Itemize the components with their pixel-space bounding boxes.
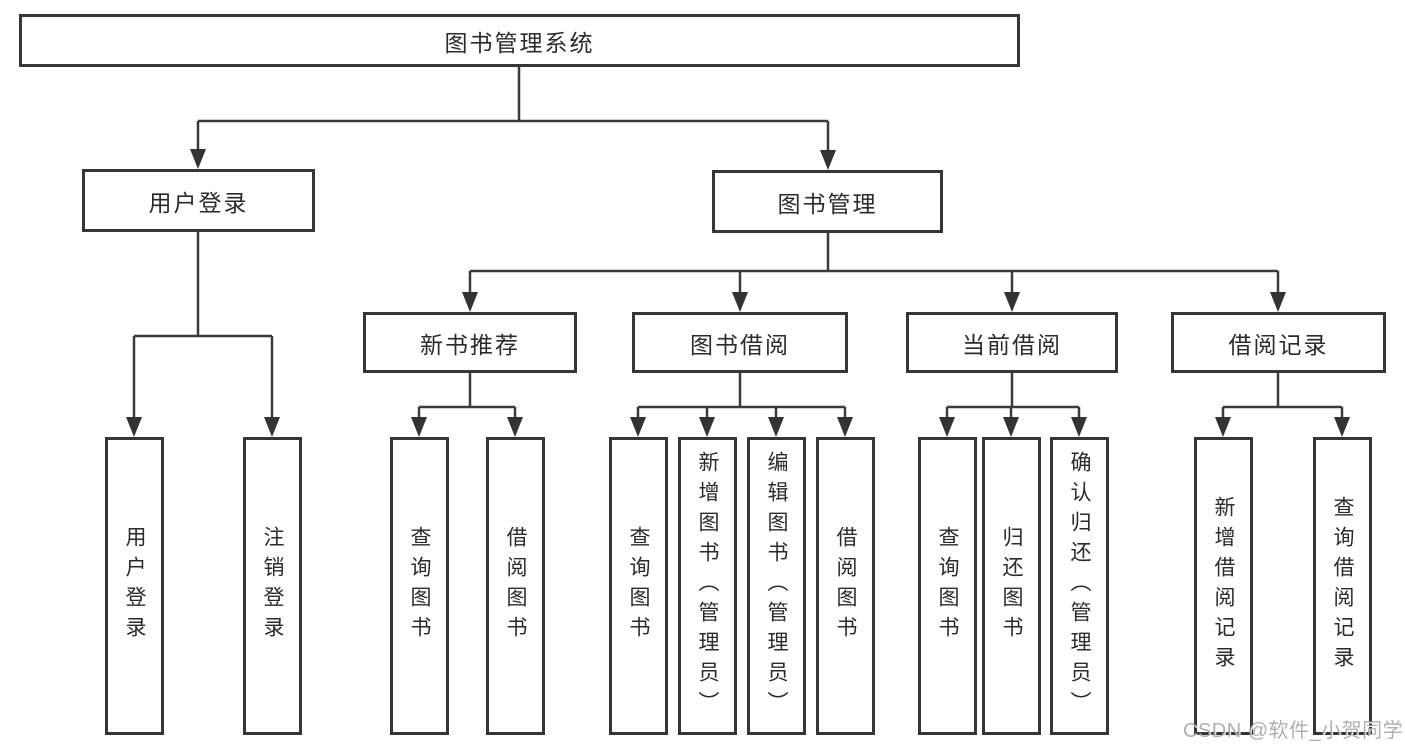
node-user-login: 用户登录 [82,169,315,232]
leaf-label: 借阅图书 [504,526,527,646]
node-new-book-recommendation: 新书推荐 [363,312,577,373]
leaf-query-borrow-record: 查询借阅记录 [1313,437,1372,735]
node-borrowing-records: 借阅记录 [1171,312,1386,373]
leaf-borrow-books: 借阅图书 [816,437,875,735]
leaf-label: 确认归还（管理员） [1068,451,1091,721]
leaf-add-books-admin: 新增图书（管理员） [678,437,737,735]
node-book-borrowing: 图书借阅 [632,312,848,373]
leaf-label: 归还图书 [1000,526,1023,646]
leaf-edit-books-admin: 编辑图书（管理员） [747,437,806,735]
connector-borrowing-records-to-leaves [1221,373,1344,421]
connector-book-management-to-level3 [468,233,1280,295]
leaf-label: 新增图书（管理员） [696,451,719,721]
node-label: 新书推荐 [420,331,520,358]
leaf-query-books-recommend: 查询图书 [390,437,449,735]
leaf-return-books: 归还图书 [982,437,1041,735]
leaf-label: 用户登录 [123,526,146,646]
leaf-label: 注销登录 [261,526,284,646]
leaf-label: 新增借阅记录 [1212,496,1235,676]
connector-new-book-to-leaves [417,373,517,421]
connector-user-login-to-leaves [132,232,274,421]
leaf-label: 借阅图书 [834,526,857,646]
leaf-add-borrow-record: 新增借阅记录 [1194,437,1253,735]
node-label: 图书借阅 [690,331,790,358]
leaf-label: 查询图书 [936,526,959,646]
leaf-query-books-current: 查询图书 [918,437,977,735]
leaf-borrow-books-recommend: 借阅图书 [486,437,545,735]
node-book-management-system: 图书管理系统 [19,14,1020,67]
arrowheads [126,149,1350,437]
node-label: 借阅记录 [1228,331,1329,358]
leaf-query-books-borrowing: 查询图书 [609,437,668,735]
leaf-label: 编辑图书（管理员） [765,451,788,721]
node-label: 用户登录 [148,189,249,216]
connector-book-borrowing-to-leaves [636,373,847,421]
node-book-management: 图书管理 [712,170,943,233]
node-label: 图书管理系统 [444,29,595,56]
connector-root-to-level2 [196,67,830,154]
leaf-label: 查询图书 [627,526,650,646]
csdn-watermark: CSDN @软件_小贺同学 [1183,720,1404,742]
node-label: 图书管理 [777,190,878,217]
leaf-label: 查询图书 [408,526,431,646]
leaf-label: 查询借阅记录 [1331,496,1354,676]
node-label: 当前借阅 [962,331,1062,358]
leaf-user-login: 用户登录 [105,437,164,735]
node-current-borrowing: 当前借阅 [906,312,1118,373]
connector-current-borrowing-to-leaves [945,373,1081,421]
leaf-confirm-return-admin: 确认归还（管理员） [1050,437,1109,735]
leaf-logout: 注销登录 [243,437,302,735]
